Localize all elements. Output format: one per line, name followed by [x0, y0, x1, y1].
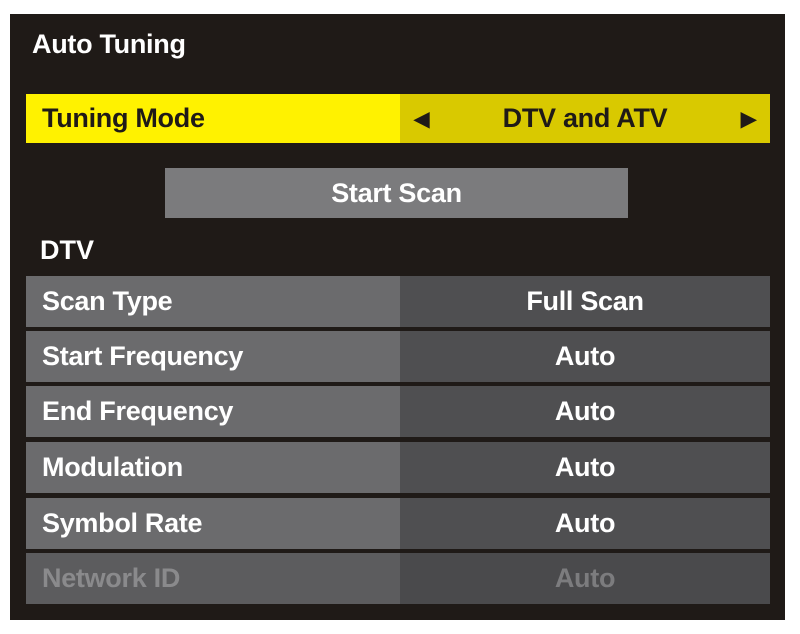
tuning-mode-row[interactable]: Tuning Mode ◀ DTV and ATV ▶	[26, 94, 770, 143]
scan-type-label: Scan Type	[26, 276, 400, 327]
arrow-right-icon[interactable]: ▶	[740, 108, 756, 130]
dtv-row-scan-type[interactable]: Scan Type Full Scan	[26, 276, 770, 327]
dtv-row-end-frequency[interactable]: End Frequency Auto	[26, 386, 770, 437]
scan-type-value: Full Scan	[400, 276, 770, 327]
tuning-mode-label: Tuning Mode	[26, 94, 400, 143]
arrow-left-icon[interactable]: ◀	[414, 108, 430, 130]
end-frequency-value: Auto	[400, 386, 770, 437]
dtv-row-symbol-rate[interactable]: Symbol Rate Auto	[26, 498, 770, 549]
start-frequency-label: Start Frequency	[26, 331, 400, 382]
end-frequency-label: End Frequency	[26, 386, 400, 437]
modulation-value: Auto	[400, 442, 770, 493]
network-id-label: Network ID	[26, 553, 400, 604]
symbol-rate-label: Symbol Rate	[26, 498, 400, 549]
modulation-label: Modulation	[26, 442, 400, 493]
dtv-row-start-frequency[interactable]: Start Frequency Auto	[26, 331, 770, 382]
dtv-section-label: DTV	[40, 235, 94, 265]
tuning-mode-selector[interactable]: ◀ DTV and ATV ▶	[400, 94, 770, 143]
start-scan-button[interactable]: Start Scan	[165, 168, 628, 218]
tuning-mode-value: DTV and ATV	[502, 103, 668, 133]
dtv-row-network-id: Network ID Auto	[26, 553, 770, 604]
auto-tuning-panel: Auto Tuning Tuning Mode ◀ DTV and ATV ▶ …	[10, 14, 785, 620]
start-frequency-value: Auto	[400, 331, 770, 382]
panel-title: Auto Tuning	[32, 29, 186, 59]
dtv-row-modulation[interactable]: Modulation Auto	[26, 442, 770, 493]
network-id-value: Auto	[400, 553, 770, 604]
symbol-rate-value: Auto	[400, 498, 770, 549]
